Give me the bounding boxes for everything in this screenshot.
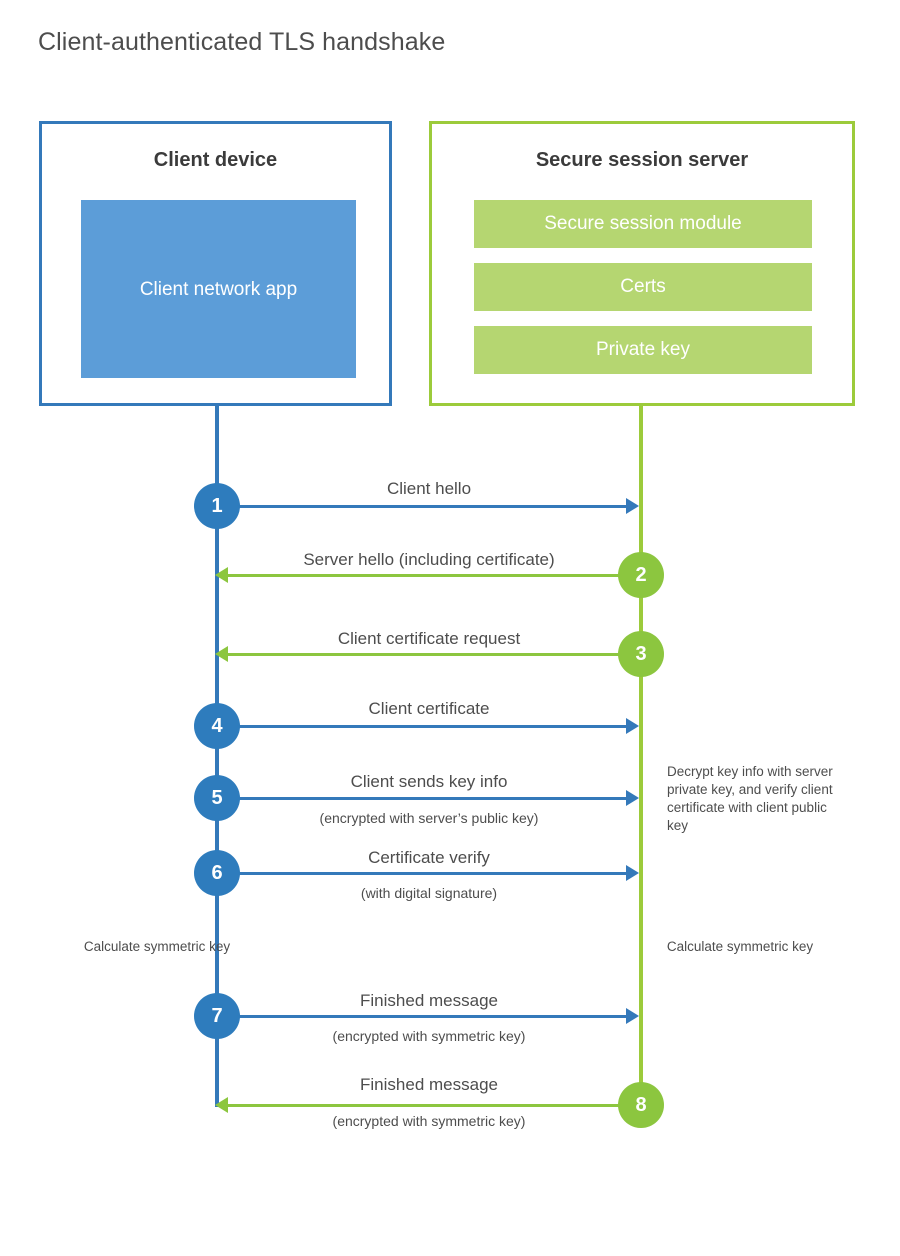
step-4-arrow-line bbox=[217, 725, 627, 728]
client-calculate-symmetric-key-annotation: Calculate symmetric key bbox=[83, 939, 231, 954]
client-device-box: Client device Client network app bbox=[39, 121, 392, 406]
step-5-arrow-line bbox=[217, 797, 627, 800]
page-title: Client-authenticated TLS handshake bbox=[38, 28, 446, 56]
step-1-arrow-line bbox=[217, 505, 627, 508]
step-8-arrow-line bbox=[227, 1104, 641, 1107]
step-2-circle: 2 bbox=[618, 552, 664, 598]
step-6-label: Certificate verify bbox=[368, 848, 490, 867]
step-8-circle: 8 bbox=[618, 1082, 664, 1128]
server-block-secure-session-module: Secure session module bbox=[474, 200, 812, 248]
server-block-private-key: Private key bbox=[474, 326, 812, 374]
server-lifeline bbox=[639, 404, 643, 1107]
step-1-label: Client hello bbox=[386, 479, 472, 498]
step-8-arrowhead-icon bbox=[215, 1097, 228, 1113]
step-8-sublabel: (encrypted with symmetric key) bbox=[332, 1113, 526, 1129]
secure-session-server-box: Secure session server Secure session mod… bbox=[429, 121, 855, 406]
step-3-label: Client certificate request bbox=[337, 629, 521, 648]
step-5-label: Client sends key info bbox=[350, 772, 508, 791]
step-7-label: Finished message bbox=[360, 991, 498, 1010]
server-block-certs: Certs bbox=[474, 263, 812, 311]
step-2-label: Server hello (including certificate) bbox=[303, 550, 555, 569]
step-8-label: Finished message bbox=[360, 1075, 498, 1094]
step-3-arrowhead-icon bbox=[215, 646, 228, 662]
step-6-arrowhead-icon bbox=[626, 865, 639, 881]
step-6-sublabel: (with digital signature) bbox=[360, 885, 498, 901]
step-4-label: Client certificate bbox=[368, 699, 490, 718]
step-7-arrowhead-icon bbox=[626, 1008, 639, 1024]
step-4-circle: 4 bbox=[194, 703, 240, 749]
client-device-title: Client device bbox=[153, 149, 278, 171]
step-5-circle: 5 bbox=[194, 775, 240, 821]
step-5-arrowhead-icon bbox=[626, 790, 639, 806]
step-6-circle: 6 bbox=[194, 850, 240, 896]
step-3-circle: 3 bbox=[618, 631, 664, 677]
step-7-sublabel: (encrypted with symmetric key) bbox=[332, 1028, 526, 1044]
step-1-circle: 1 bbox=[194, 483, 240, 529]
step-4-arrowhead-icon bbox=[626, 718, 639, 734]
client-network-app-block: Client network app bbox=[81, 200, 356, 378]
step-5-sublabel: (encrypted with server’s public key) bbox=[319, 810, 539, 826]
step-7-circle: 7 bbox=[194, 993, 240, 1039]
step-1-arrowhead-icon bbox=[626, 498, 639, 514]
step-3-arrow-line bbox=[227, 653, 641, 656]
server-calculate-symmetric-key-annotation: Calculate symmetric key bbox=[666, 939, 814, 954]
step-2-arrow-line bbox=[227, 574, 641, 577]
step-6-arrow-line bbox=[217, 872, 627, 875]
server-decrypt-annotation: Decrypt key info with server private key… bbox=[667, 764, 833, 833]
step-7-arrow-line bbox=[217, 1015, 627, 1018]
step-2-arrowhead-icon bbox=[215, 567, 228, 583]
secure-session-server-title: Secure session server bbox=[535, 149, 749, 171]
client-lifeline bbox=[215, 404, 219, 1107]
